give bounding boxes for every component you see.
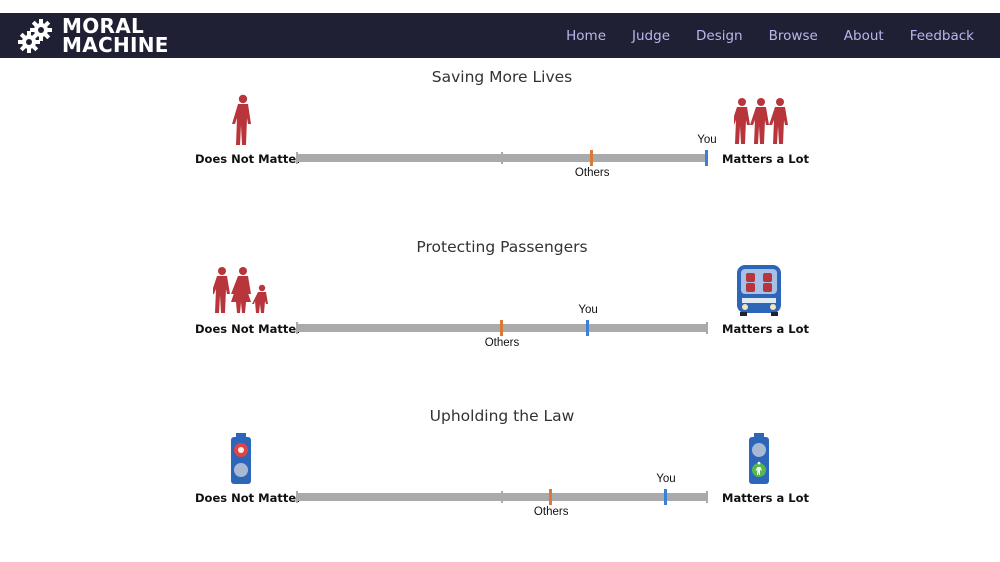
scale-tick-end (706, 491, 708, 503)
logo-text: MORAL MACHINE (62, 14, 169, 57)
scale-tick-middle (501, 491, 503, 503)
scale-tick-start (296, 152, 298, 164)
left-label: Does Not Matter (195, 322, 302, 336)
family-pedestrians-icon (213, 267, 268, 313)
car-with-passengers-icon (737, 265, 781, 316)
nav-judge[interactable]: Judge (632, 27, 670, 44)
right-label: Matters a Lot (722, 152, 810, 166)
others-label: Others (574, 167, 610, 179)
others-marker (590, 150, 594, 166)
nav-feedback[interactable]: Feedback (909, 27, 974, 44)
you-label: You (697, 134, 717, 146)
logo-line-2: MACHINE (62, 33, 169, 57)
page-top-strip (0, 0, 1000, 13)
scale-tick-end (706, 322, 708, 334)
nav-browse[interactable]: Browse (768, 27, 818, 44)
others-marker (549, 489, 553, 505)
others-label: Others (533, 506, 569, 518)
red-traffic-light-icon (231, 433, 251, 484)
single-pedestrian-icon (232, 94, 251, 145)
right-label: Matters a Lot (722, 491, 810, 505)
section-title: Protecting Passengers (416, 238, 588, 256)
nav-home[interactable]: Home (566, 27, 607, 44)
section-upholding-the-law: Upholding the Law Does Not Matter Matter… (0, 407, 1000, 547)
logo[interactable]: MORAL MACHINE (16, 14, 169, 57)
you-marker (705, 150, 708, 166)
nav-design[interactable]: Design (696, 27, 743, 44)
you-marker (586, 320, 590, 336)
three-pedestrians-icon (734, 98, 788, 144)
logo-line-1: MORAL (62, 14, 145, 38)
you-label: You (578, 304, 598, 316)
nav-about[interactable]: About (843, 27, 884, 44)
you-label: You (656, 473, 676, 485)
left-label: Does Not Matter (195, 152, 302, 166)
others-label: Others (484, 337, 520, 349)
right-label: Matters a Lot (722, 322, 810, 336)
section-saving-more-lives: Saving More Lives Does Not Matter Matter… (0, 68, 1000, 208)
gears-logo-icon (18, 19, 52, 53)
left-label: Does Not Matter (195, 491, 302, 505)
section-title: Saving More Lives (431, 68, 573, 86)
scale-tick-start (296, 322, 298, 334)
you-marker (664, 489, 667, 505)
scale-tick-middle (501, 152, 503, 164)
top-navbar: MORAL MACHINE Home Judge Design Browse A… (0, 13, 1000, 58)
green-traffic-light-icon (749, 433, 769, 484)
section-protecting-passengers: Protecting Passengers Does Not Matter Ma… (0, 238, 1000, 378)
others-marker (500, 320, 503, 336)
scale-tick-start (296, 491, 298, 503)
main-nav: Home Judge Design Browse About Feedback (540, 13, 974, 58)
section-title: Upholding the Law (429, 407, 575, 425)
